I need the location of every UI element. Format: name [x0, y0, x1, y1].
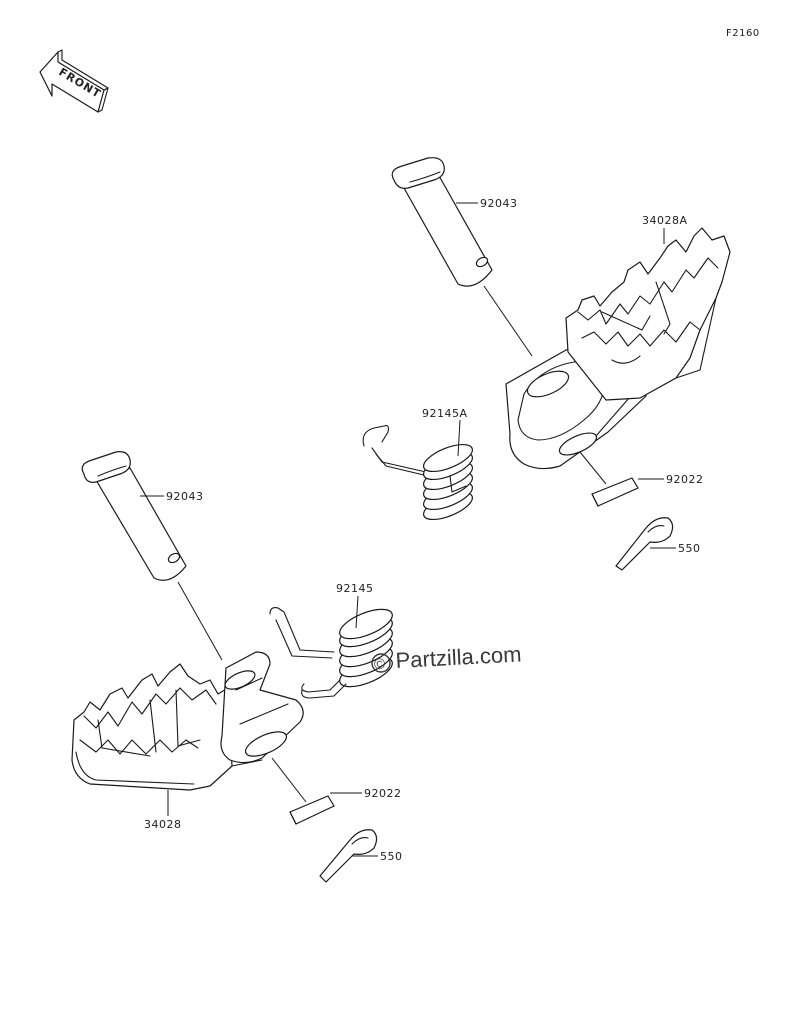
- label-footpeg-upper: 34028A: [642, 214, 688, 227]
- label-cotter-upper: 550: [678, 542, 701, 555]
- washer-upper: [591, 477, 639, 507]
- watermark-text: Partzilla.com: [395, 641, 522, 673]
- watermark-symbol: ©: [374, 656, 385, 673]
- label-footpeg-lower: 34028: [144, 818, 182, 831]
- footpeg-upper: [505, 227, 731, 470]
- washer-lower: [289, 795, 335, 825]
- front-arrow-icon: FRONT: [39, 49, 109, 113]
- cotter-pin-lower: [319, 829, 378, 883]
- label-washer-upper: 92022: [666, 473, 704, 486]
- label-spring-upper: 92145A: [422, 407, 468, 420]
- label-cotter-lower: 550: [380, 850, 403, 863]
- watermark: © Partzilla.com: [371, 641, 522, 673]
- footpeg-lower: [71, 651, 304, 791]
- figure-code: F2160: [726, 28, 760, 39]
- torsion-spring-lower: [269, 607, 393, 699]
- torsion-spring-upper: [362, 425, 473, 521]
- label-pin-lower: 92043: [166, 490, 204, 503]
- clevis-pin-lower: [81, 451, 187, 581]
- cotter-pin-upper: [615, 517, 674, 571]
- label-washer-lower: 92022: [364, 787, 402, 800]
- clevis-pin-upper: [391, 157, 493, 287]
- label-spring-lower: 92145: [336, 582, 374, 595]
- label-pin-upper: 92043: [480, 197, 518, 210]
